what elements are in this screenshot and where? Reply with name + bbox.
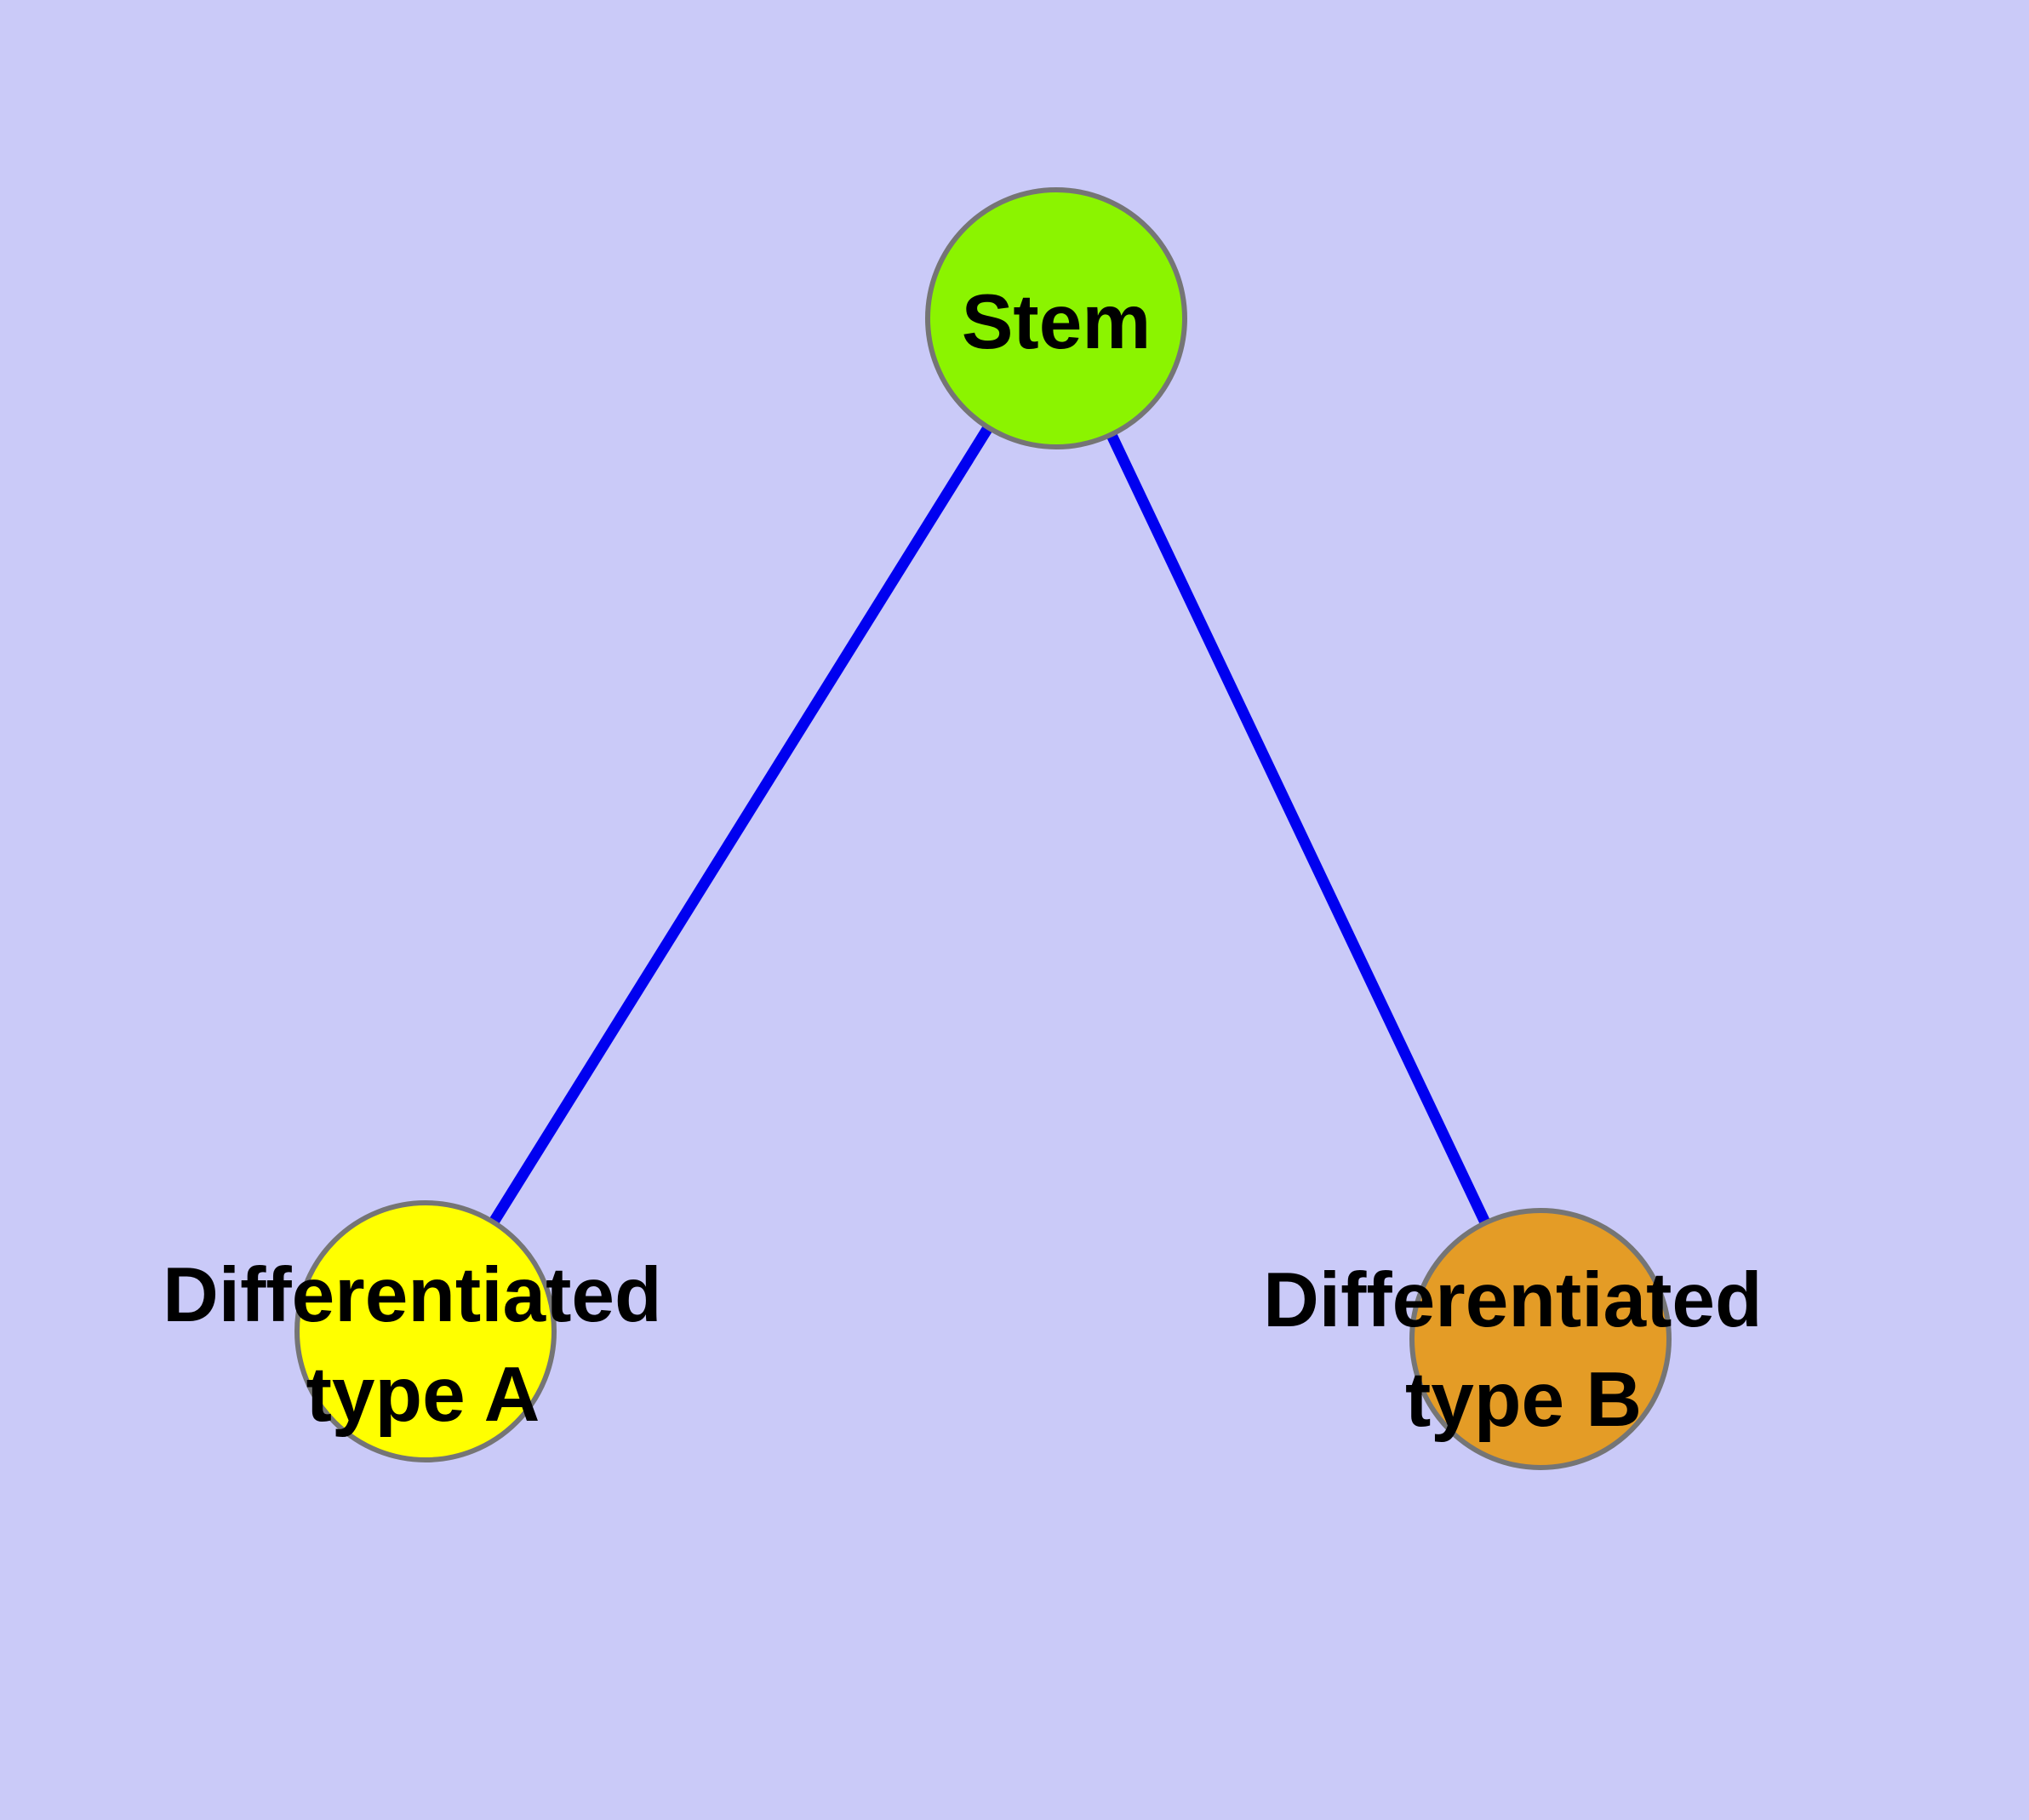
node-type-b-circle — [1409, 1208, 1672, 1470]
node-type-a-label-line2: type A — [306, 1352, 540, 1438]
edge-stem-to-type-b — [1051, 316, 1546, 1342]
node-type-a-circle — [294, 1200, 557, 1462]
node-stem-circle — [925, 187, 1187, 449]
node-type-b-label-line2: type B — [1405, 1357, 1642, 1443]
node-type-a-label-line1: Differentiated — [163, 1252, 662, 1338]
node-type-b-label: Differentiated type B — [1263, 1257, 1784, 1443]
node-stem-label: Stem — [962, 279, 1152, 365]
node-type-a-label: Differentiated type A — [163, 1252, 683, 1438]
node-type-b-label-line1: Differentiated — [1263, 1257, 1763, 1343]
edge-stem-to-type-a — [420, 315, 1061, 1335]
